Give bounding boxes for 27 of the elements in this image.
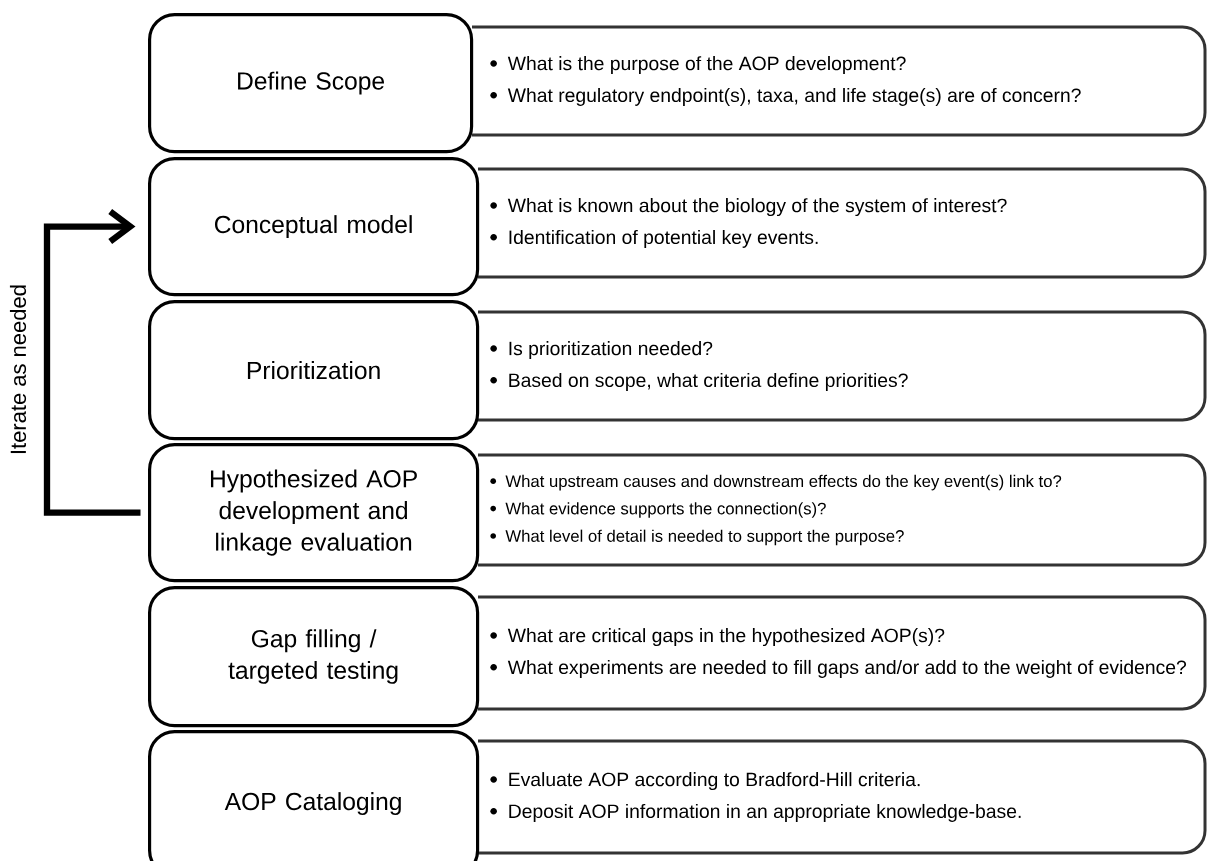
node-label: What is the purpose of the AOP development? xyxy=(507,56,906,75)
node-label: Based on scope, what criteria define priorities? xyxy=(509,372,908,391)
node-label: What experiments are needed to fill gaps and/or add to the weight of evidence? xyxy=(507,659,1187,678)
node-label: What level of detail is needed to support the purpose? xyxy=(505,529,904,546)
question-box: What is known about the biology of the system of interest? Identification of potential key events. xyxy=(478,167,1207,279)
node-label: Evaluate AOP according to Bradford-Hill criteria. xyxy=(509,772,920,791)
node-label: What is known about the biology of the system of interest? xyxy=(507,198,1007,217)
question-box: What is the purpose of the AOP development? What regulatory endpoint(s), taxa, and life stage(s) are of concern? xyxy=(472,25,1207,137)
step-box: Hypothesized AOP development and linkage evaluation xyxy=(148,443,480,583)
question-box: Evaluate AOP according to Bradford-Hill criteria. Deposit AOP information in an appropriate knowledge-base. xyxy=(478,739,1207,855)
step-box: Prioritization xyxy=(148,300,480,441)
question-box: Is prioritization needed? Based on scope, what criteria define priorities? xyxy=(478,310,1207,422)
node-label: Is prioritization needed? xyxy=(509,341,713,360)
node-label: What are critical gaps in the hypothesized AOP(s)? xyxy=(507,628,945,647)
node-label: What regulatory endpoint(s), taxa, and life stage(s) are of concern? xyxy=(507,87,1081,106)
edge-label: Iterate as needed xyxy=(9,285,27,454)
arrow xyxy=(43,209,141,516)
step-box: AOP Cataloging xyxy=(148,730,480,861)
node-label: Identification of potential key events. xyxy=(509,229,818,248)
node-label: What upstream causes and downstream effects do the key event(s) link to? xyxy=(505,474,1062,491)
step-box: Conceptual model xyxy=(148,157,480,297)
question-box: What upstream causes and downstream effects do the key event(s) link to? What evidence supports the connection(s)? What level of detail is needed to support the purpose? xyxy=(478,453,1207,567)
step-box: Gap filling / targeted testing xyxy=(148,586,480,728)
step-box: Define Scope xyxy=(148,13,474,154)
node-label: What evidence supports the connection(s)? xyxy=(505,502,826,518)
question-box: What are critical gaps in the hypothesized AOP(s)? What experiments are needed to fill gaps and/or add to the weight of evidence? xyxy=(478,595,1207,711)
node-label: Deposit AOP information in an appropriate knowledge-base. xyxy=(509,803,1021,822)
